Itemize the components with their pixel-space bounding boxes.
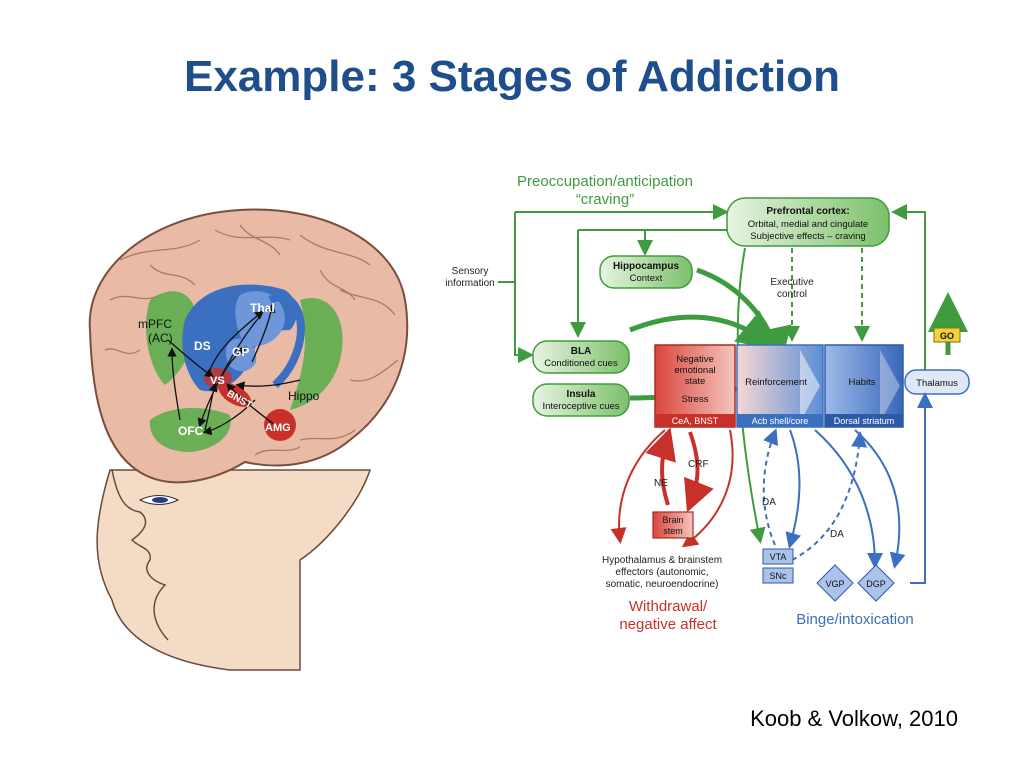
reinf-label: Reinforcement bbox=[745, 377, 807, 388]
neg-line2: emotional bbox=[674, 365, 715, 376]
stage-withdrawal-1: Withdrawal/ bbox=[629, 598, 708, 615]
exec-line1: Executive bbox=[770, 277, 814, 288]
label-mpfc: mPFC bbox=[138, 317, 172, 331]
habits-label: Habits bbox=[849, 377, 876, 388]
bla-title: BLA bbox=[571, 346, 592, 357]
go-box bbox=[933, 327, 961, 343]
slide-title: Example: 3 Stages of Addiction bbox=[183, 52, 841, 101]
label-ofc: OFC bbox=[178, 424, 204, 438]
hippocampus-title: Hippocampus bbox=[613, 261, 680, 272]
dgp-label: DGP bbox=[866, 579, 886, 589]
brain-illustration: mPFC (AC) DS Thal GP VS BNST Hippo OFC A… bbox=[88, 208, 409, 671]
hypo-line1: Hypothalamus & brainstem bbox=[602, 555, 722, 566]
crf-label: CRF bbox=[688, 459, 709, 470]
stage-craving: “craving” bbox=[576, 191, 634, 208]
insula-sub: Interoceptive cues bbox=[542, 401, 619, 412]
hippo-region bbox=[290, 298, 343, 410]
neg-line3: state bbox=[685, 376, 706, 387]
vgp-diamond bbox=[816, 564, 854, 602]
brainstem-line1: Brain bbox=[662, 515, 683, 525]
ne-label: NE bbox=[654, 478, 668, 489]
label-hippo: Hippo bbox=[288, 389, 320, 403]
pfc-box bbox=[726, 197, 890, 247]
snc-box bbox=[762, 567, 794, 584]
label-thal: Thal bbox=[250, 301, 275, 315]
hypo-line2: effectors (autonomic, bbox=[615, 567, 708, 578]
go-label: GO bbox=[940, 331, 954, 341]
label-ac: (AC) bbox=[148, 331, 173, 345]
reinf-foot: Acb shell/core bbox=[752, 416, 809, 426]
vgp-label: VGP bbox=[825, 579, 844, 589]
amg-region bbox=[264, 409, 296, 441]
hypo-line3: somatic, neuroendocrine) bbox=[606, 579, 719, 590]
face-profile bbox=[111, 469, 169, 641]
insula-box bbox=[532, 383, 630, 417]
da-label-1: DA bbox=[762, 497, 776, 508]
bla-box bbox=[532, 340, 630, 374]
stage-binge: Binge/intoxication bbox=[796, 611, 914, 628]
thalamus-label: Thalamus bbox=[916, 378, 958, 389]
pfc-line2: Subjective effects – craving bbox=[750, 231, 865, 242]
label-vs: VS bbox=[210, 375, 225, 387]
sensory-label-1: Sensory bbox=[452, 266, 489, 277]
label-ds: DS bbox=[194, 339, 211, 353]
head-outline bbox=[96, 469, 372, 671]
exec-line2: control bbox=[777, 289, 807, 300]
citation: Koob & Volkow, 2010 bbox=[750, 706, 958, 731]
hippocampus-box bbox=[599, 255, 693, 289]
dgp-diamond bbox=[857, 564, 895, 602]
stage-preoccupation: Preoccupation/anticipation bbox=[517, 173, 693, 190]
da-label-2: DA bbox=[830, 529, 844, 540]
insula-title: Insula bbox=[567, 389, 596, 400]
bla-sub: Conditioned cues bbox=[544, 358, 618, 369]
thalamus-box bbox=[904, 369, 970, 395]
neg-line1: Negative bbox=[676, 354, 714, 365]
hippocampus-sub: Context bbox=[630, 273, 663, 284]
vta-box bbox=[762, 548, 794, 565]
stage-withdrawal-2: negative affect bbox=[619, 616, 717, 633]
vta-label: VTA bbox=[770, 552, 787, 562]
habits-box bbox=[824, 344, 904, 428]
pfc-title: Prefrontal cortex: bbox=[766, 206, 849, 217]
ofc-region bbox=[149, 408, 231, 452]
label-amg: AMG bbox=[265, 422, 291, 434]
sensory-label-2: information bbox=[445, 278, 494, 289]
mpfc-region bbox=[145, 291, 196, 385]
circuit-diagram: Preoccupation/anticipation “craving” Sen… bbox=[445, 173, 970, 633]
habits-foot: Dorsal striatum bbox=[834, 416, 895, 426]
pfc-line1: Orbital, medial and cingulate bbox=[748, 219, 868, 230]
brainstem-line2: stem bbox=[663, 526, 683, 536]
brainstem-box bbox=[652, 511, 694, 539]
neg-foot: CeA, BNST bbox=[672, 416, 719, 426]
label-gp: GP bbox=[232, 345, 249, 359]
snc-label: SNc bbox=[769, 571, 787, 581]
neg-stress: Stress bbox=[682, 394, 709, 405]
